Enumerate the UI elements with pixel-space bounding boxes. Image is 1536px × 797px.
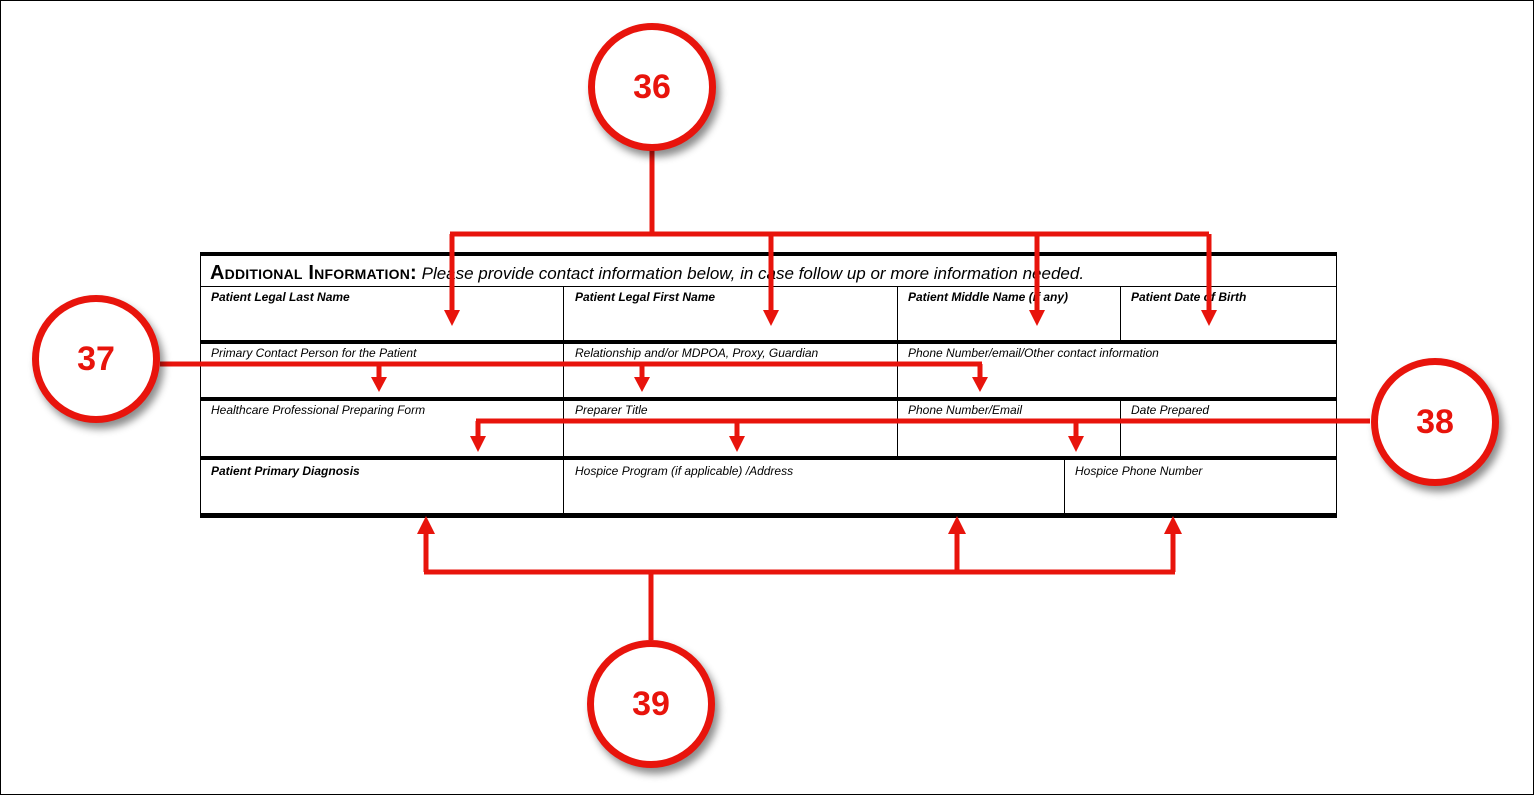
field-preparer-phone[interactable]: Phone Number/Email (908, 403, 1023, 417)
row4-divider-1 (563, 458, 564, 515)
row1-divider-1 (563, 286, 564, 342)
callout-number-39: 39 (632, 684, 670, 723)
callout-37-arrowheads (371, 377, 988, 392)
row4-divider-2 (1064, 458, 1065, 515)
callout-badge-38: 38 (1371, 358, 1499, 486)
callout-39-lines (423, 530, 1176, 640)
row1-divider-2 (897, 286, 898, 342)
form-left-border (200, 252, 201, 518)
callout-number-36: 36 (633, 67, 671, 106)
callout-38-lines (475, 418, 1370, 438)
row3-divider-3 (1120, 399, 1121, 458)
field-preparer-name[interactable]: Healthcare Professional Preparing Form (211, 403, 426, 417)
form-title: Additional Information: Please provide c… (210, 262, 1084, 285)
form-heading: Additional Information: (210, 262, 417, 284)
form-bottom-rule (200, 513, 1337, 518)
field-hospice-phone[interactable]: Hospice Phone Number (1075, 464, 1203, 478)
field-primary-contact[interactable]: Primary Contact Person for the Patient (211, 346, 417, 360)
field-relationship[interactable]: Relationship and/or MDPOA, Proxy, Guardi… (575, 346, 819, 360)
field-hospice-program[interactable]: Hospice Program (if applicable) /Address (575, 464, 794, 478)
callout-36-arrowheads (444, 310, 1217, 326)
row3-bottom-rule (200, 456, 1337, 460)
field-primary-diagnosis[interactable]: Patient Primary Diagnosis (211, 464, 360, 478)
callout-number-37: 37 (77, 339, 115, 378)
callout-number-38: 38 (1416, 402, 1454, 441)
row2-divider-1 (563, 342, 564, 399)
callout-36-lines (449, 150, 1212, 312)
row1-divider-3 (1120, 286, 1121, 342)
row2-bottom-rule (200, 397, 1337, 401)
callout-badge-37: 37 (32, 295, 160, 423)
field-contact-info[interactable]: Phone Number/email/Other contact informa… (908, 346, 1159, 360)
field-patient-last-name[interactable]: Patient Legal Last Name (211, 290, 350, 304)
field-date-prepared[interactable]: Date Prepared (1131, 403, 1210, 417)
row3-divider-1 (563, 399, 564, 458)
form-right-border (1336, 252, 1337, 518)
callout-39-arrowheads (417, 516, 1182, 534)
field-patient-first-name[interactable]: Patient Legal First Name (575, 290, 716, 304)
field-patient-middle-name[interactable]: Patient Middle Name (if any) (908, 290, 1069, 304)
callout-38-arrowheads (470, 436, 1084, 452)
form-subheading: Please provide contact information below… (421, 264, 1085, 283)
field-preparer-title[interactable]: Preparer Title (575, 403, 648, 417)
field-patient-dob[interactable]: Patient Date of Birth (1131, 290, 1247, 304)
callout-badge-36: 36 (588, 23, 716, 151)
callout-37-lines (160, 361, 983, 380)
additional-information-form: Additional Information: Please provide c… (200, 252, 1337, 518)
row3-divider-2 (897, 399, 898, 458)
callout-badge-39: 39 (587, 640, 715, 768)
row2-divider-2 (897, 342, 898, 399)
row1-bottom-rule (200, 340, 1337, 344)
